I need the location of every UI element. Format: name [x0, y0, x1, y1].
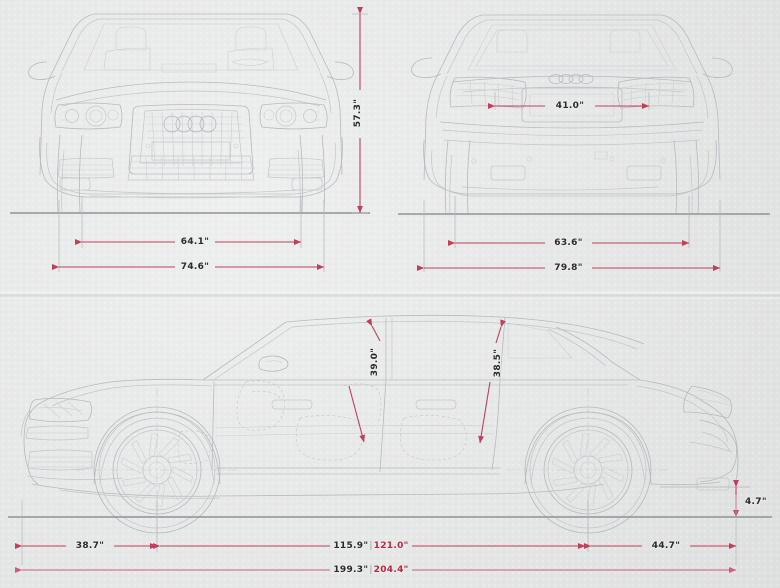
dim-label-overall-length-separator: | [369, 565, 373, 575]
dim-label-wheelbase-primary: 115.9" [333, 541, 369, 551]
dim-label-front-track: 64.1" [180, 237, 210, 247]
side-view-art [8, 314, 772, 573]
dim-label-front-headroom: 39.0" [370, 347, 380, 377]
dim-label-front-overhang: 38.7" [75, 541, 105, 551]
dim-label-rear-headroom: 38.5" [493, 348, 503, 378]
dim-label-wheelbase-alt: 121.0" [373, 541, 409, 551]
dim-label-overall-length-alt: 204.4" [373, 565, 409, 575]
dim-label-overall-length-primary: 199.3" [333, 565, 369, 575]
dim-label-overall-width: 79.8" [554, 263, 583, 273]
dim-label-wheelbase: 115.9"|121.0" [330, 541, 412, 551]
dim-label-trunk-opening: 41.0" [555, 101, 585, 111]
dim-label-ground-clearance: 4.7" [745, 497, 767, 507]
dim-label-overall-length: 199.3"|204.4" [330, 565, 412, 575]
dim-label-rear-overhang: 44.7" [651, 541, 681, 551]
dim-label-wheelbase-separator: | [369, 541, 373, 551]
dim-label-overall-height: 57.3" [353, 98, 363, 128]
dim-label-rear-track: 63.6" [554, 238, 583, 248]
dim-line-front-headroom [348, 318, 381, 443]
rear-view-art [398, 14, 770, 272]
front-view-art [10, 6, 370, 272]
audi-rings-rear [548, 74, 594, 84]
dim-line-rear-headroom [478, 319, 506, 444]
audi-rings-front [163, 115, 217, 133]
dim-label-width-mirrors: 74.6" [180, 262, 210, 272]
